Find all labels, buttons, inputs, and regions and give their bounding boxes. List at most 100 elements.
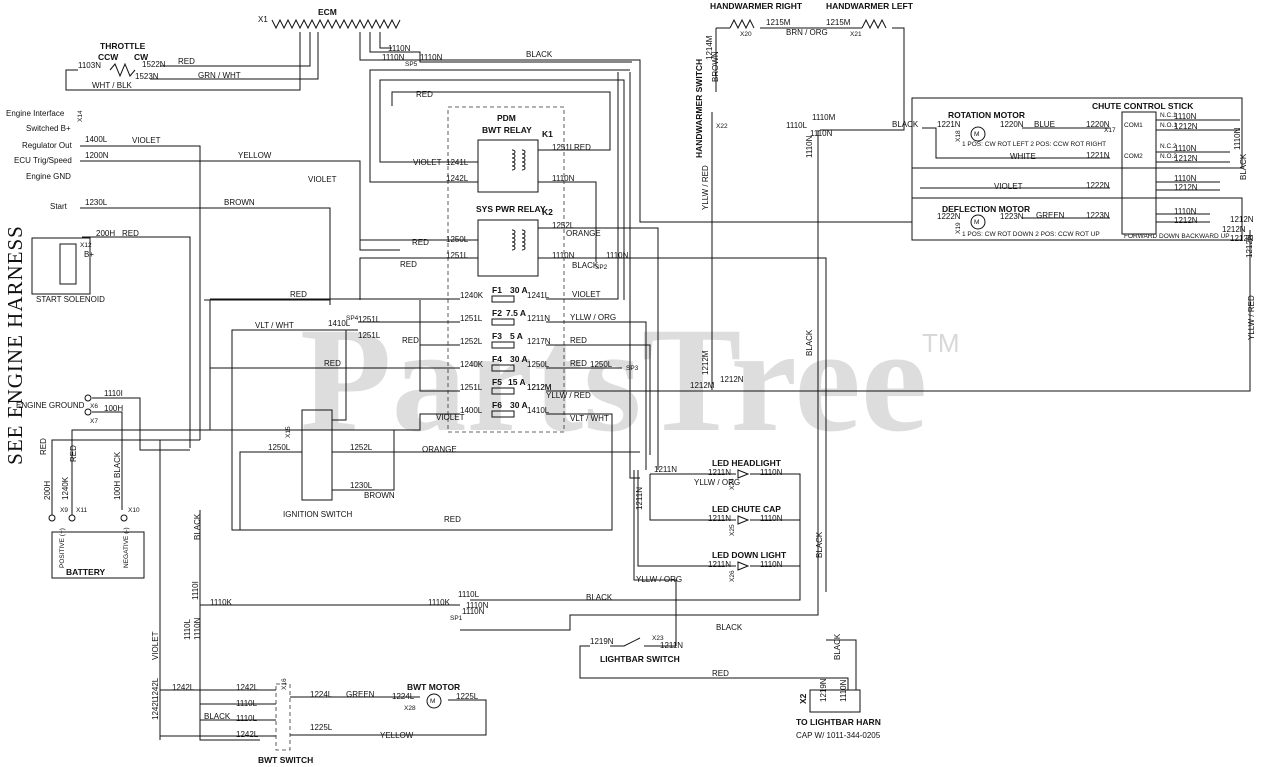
wire-brown-v: BROWN (711, 51, 720, 82)
nc1: N.C.1 (1160, 112, 1177, 119)
wire-brn-org: BRN / ORG (786, 28, 828, 37)
wire-black-bwt: BLACK (204, 712, 231, 721)
battery-title: BATTERY (66, 567, 106, 577)
wire-yllw-org-lb: YLLW / ORG (636, 575, 682, 584)
circ-1220n-rot: 1220N (1000, 120, 1024, 129)
wire-yllw-red-f5: YLLW / RED (546, 391, 591, 400)
deflection-motor: DEFLECTION MOTOR M 1 POS: CW ROT DOWN 2 … (942, 204, 1100, 238)
circ-1250l-out: 1250L (590, 360, 613, 369)
circ-1250l-ign: 1250L (268, 443, 291, 452)
fuse-f6-in: 1400L (460, 406, 483, 415)
wire-brown-ei: BROWN (224, 198, 255, 207)
sp4: SP4 (346, 315, 359, 322)
circ-1110n-s1: 1110N (1174, 112, 1197, 121)
x17: X17 (1104, 127, 1116, 134)
wire-red-f1: RED (290, 290, 307, 299)
handwarmers: HANDWARMER RIGHT HANDWARMER LEFT 1215M 1… (710, 1, 914, 38)
circ-1110n-s2: 1110N (1174, 144, 1197, 153)
circ-1110l-low2: 1110L (183, 618, 192, 640)
circ-1110n-mid2: 1110N (805, 135, 814, 158)
lightbar-switch-title: LIGHTBAR SWITCH (600, 654, 680, 664)
stick-note: FORWARD DOWN BACKWARD UP (1124, 233, 1230, 240)
circ-1110n-c: 1110N (420, 53, 443, 62)
circ-1523n: 1523N (135, 72, 159, 81)
wire-yellow-ei: YELLOW (238, 151, 272, 160)
pdm-title: PDM (497, 113, 516, 123)
wire-black-lb2: BLACK (716, 623, 743, 632)
wire-green-chute: GREEN (1036, 211, 1065, 220)
wire-black-k2: BLACK (572, 261, 599, 270)
wire-red-bat2: RED (69, 445, 78, 462)
battery-neg: NEGATIVE (-) (123, 527, 130, 568)
x20: X20 (740, 31, 752, 38)
circ-1252l-k2: 1252L (552, 221, 575, 230)
fuse-f5-name: F5 (492, 377, 502, 387)
wire-red-f4: RED (324, 359, 341, 368)
fuse-f2: F2 7.5 A 1251L 1211N (460, 308, 550, 326)
fuse-f1-name: F1 (492, 285, 502, 295)
circ-1110n-mid: 1110N (810, 129, 833, 138)
wire-white: WHITE (1010, 152, 1036, 161)
sp5: SP5 (405, 61, 418, 68)
circ-1110n-d: 1110N (760, 560, 783, 569)
battery-pos: POSITIVE (+) (59, 528, 66, 568)
lightbar-harn-title: TO LIGHTBAR HARN (796, 717, 881, 727)
lightbar-cap: CAP W/ 1011-344-0205 (796, 731, 881, 740)
circ-1110n-low: 1110N (466, 601, 489, 610)
fuse-f5-amp: 15 A (508, 377, 526, 387)
x12: X12 (80, 242, 92, 249)
x21: X21 (850, 31, 862, 38)
rot-motor-title: ROTATION MOTOR (948, 110, 1025, 120)
wire-black-stick: BLACK (1239, 153, 1248, 180)
fuse-f3-amp: 5 A (510, 331, 523, 341)
circ-1212n-s4: 1212N (1174, 216, 1198, 225)
circ-1222n-stick: 1222N (1086, 181, 1110, 190)
wire-vlt-wht-f6: VLT / WHT (570, 414, 609, 423)
k2: K2 (542, 207, 553, 217)
circ-1110k-low2: 1110K (428, 598, 451, 607)
ei-ecu-trig: ECU Trig/Speed (14, 156, 72, 165)
ecm-connector: ECM X1 (258, 7, 401, 30)
circ-1211n-led: 1211N (654, 465, 677, 474)
circ-1220n-stick: 1220N (1086, 120, 1110, 129)
rotation-motor: ROTATION MOTOR M 1 POS: CW ROT LEFT 2 PO… (948, 110, 1106, 148)
side-label: SEE ENGINE HARNESS (3, 225, 27, 465)
wire-black-lb3: BLACK (586, 593, 613, 602)
circ-1110l-bwt: 1110L (236, 699, 258, 708)
circ-1222n-defl: 1222N (937, 212, 961, 221)
nc2: N.C.2 (1160, 143, 1177, 150)
bwt-relay (477, 139, 539, 193)
circ-100h-b: 100H (113, 481, 122, 500)
wire-red-k2a: RED (412, 238, 429, 247)
chute-stick-title: CHUTE CONTROL STICK (1092, 101, 1194, 111)
fuse-f2-amp: 7.5 A (506, 308, 526, 318)
pdm-box (447, 106, 565, 433)
circ-1215m-b: 1215M (826, 18, 851, 27)
fuse-f1-out: 1241L (527, 291, 550, 300)
fuse-f4-amp: 30 A (510, 354, 528, 364)
circ-1110n-k2b: 1110N (606, 251, 629, 260)
ign-switch-title: IGNITION SWITCH (283, 510, 353, 519)
wire-violet-2: VIOLET (308, 175, 337, 184)
x19: X19 (955, 222, 962, 234)
ei-regulator-out: Regulator Out (22, 141, 73, 150)
hw-right-title: HANDWARMER RIGHT (710, 1, 803, 11)
circ-1110n-h: 1110N (760, 468, 783, 477)
circ-1110n-low3: 1110N (193, 617, 202, 640)
x24: X24 (729, 478, 736, 490)
wire-violet-f1: VIOLET (572, 290, 601, 299)
x10: X10 (128, 507, 140, 514)
circ-1221n-rot: 1221N (937, 120, 961, 129)
circ-1223n-stick: 1223N (1086, 211, 1110, 220)
circ-1212m-a: 1212M (690, 381, 715, 390)
circ-1251l-ign2: 1251L (358, 331, 381, 340)
wire-red-ign-b: RED (444, 515, 461, 524)
fuse-f5: F5 15 A 1251L 1212M (460, 377, 552, 395)
fuse-f3-name: F3 (492, 331, 502, 341)
wire-red-f4b: RED (570, 359, 587, 368)
sys-relay (477, 219, 539, 277)
wire-red-lb: RED (712, 669, 729, 678)
circ-1211n-d: 1211N (708, 560, 731, 569)
battery: BATTERY POSITIVE (+) NEGATIVE (-) X9 X11… (48, 507, 145, 579)
fuse-f3: F3 5 A 1252L 1217N (460, 331, 551, 349)
